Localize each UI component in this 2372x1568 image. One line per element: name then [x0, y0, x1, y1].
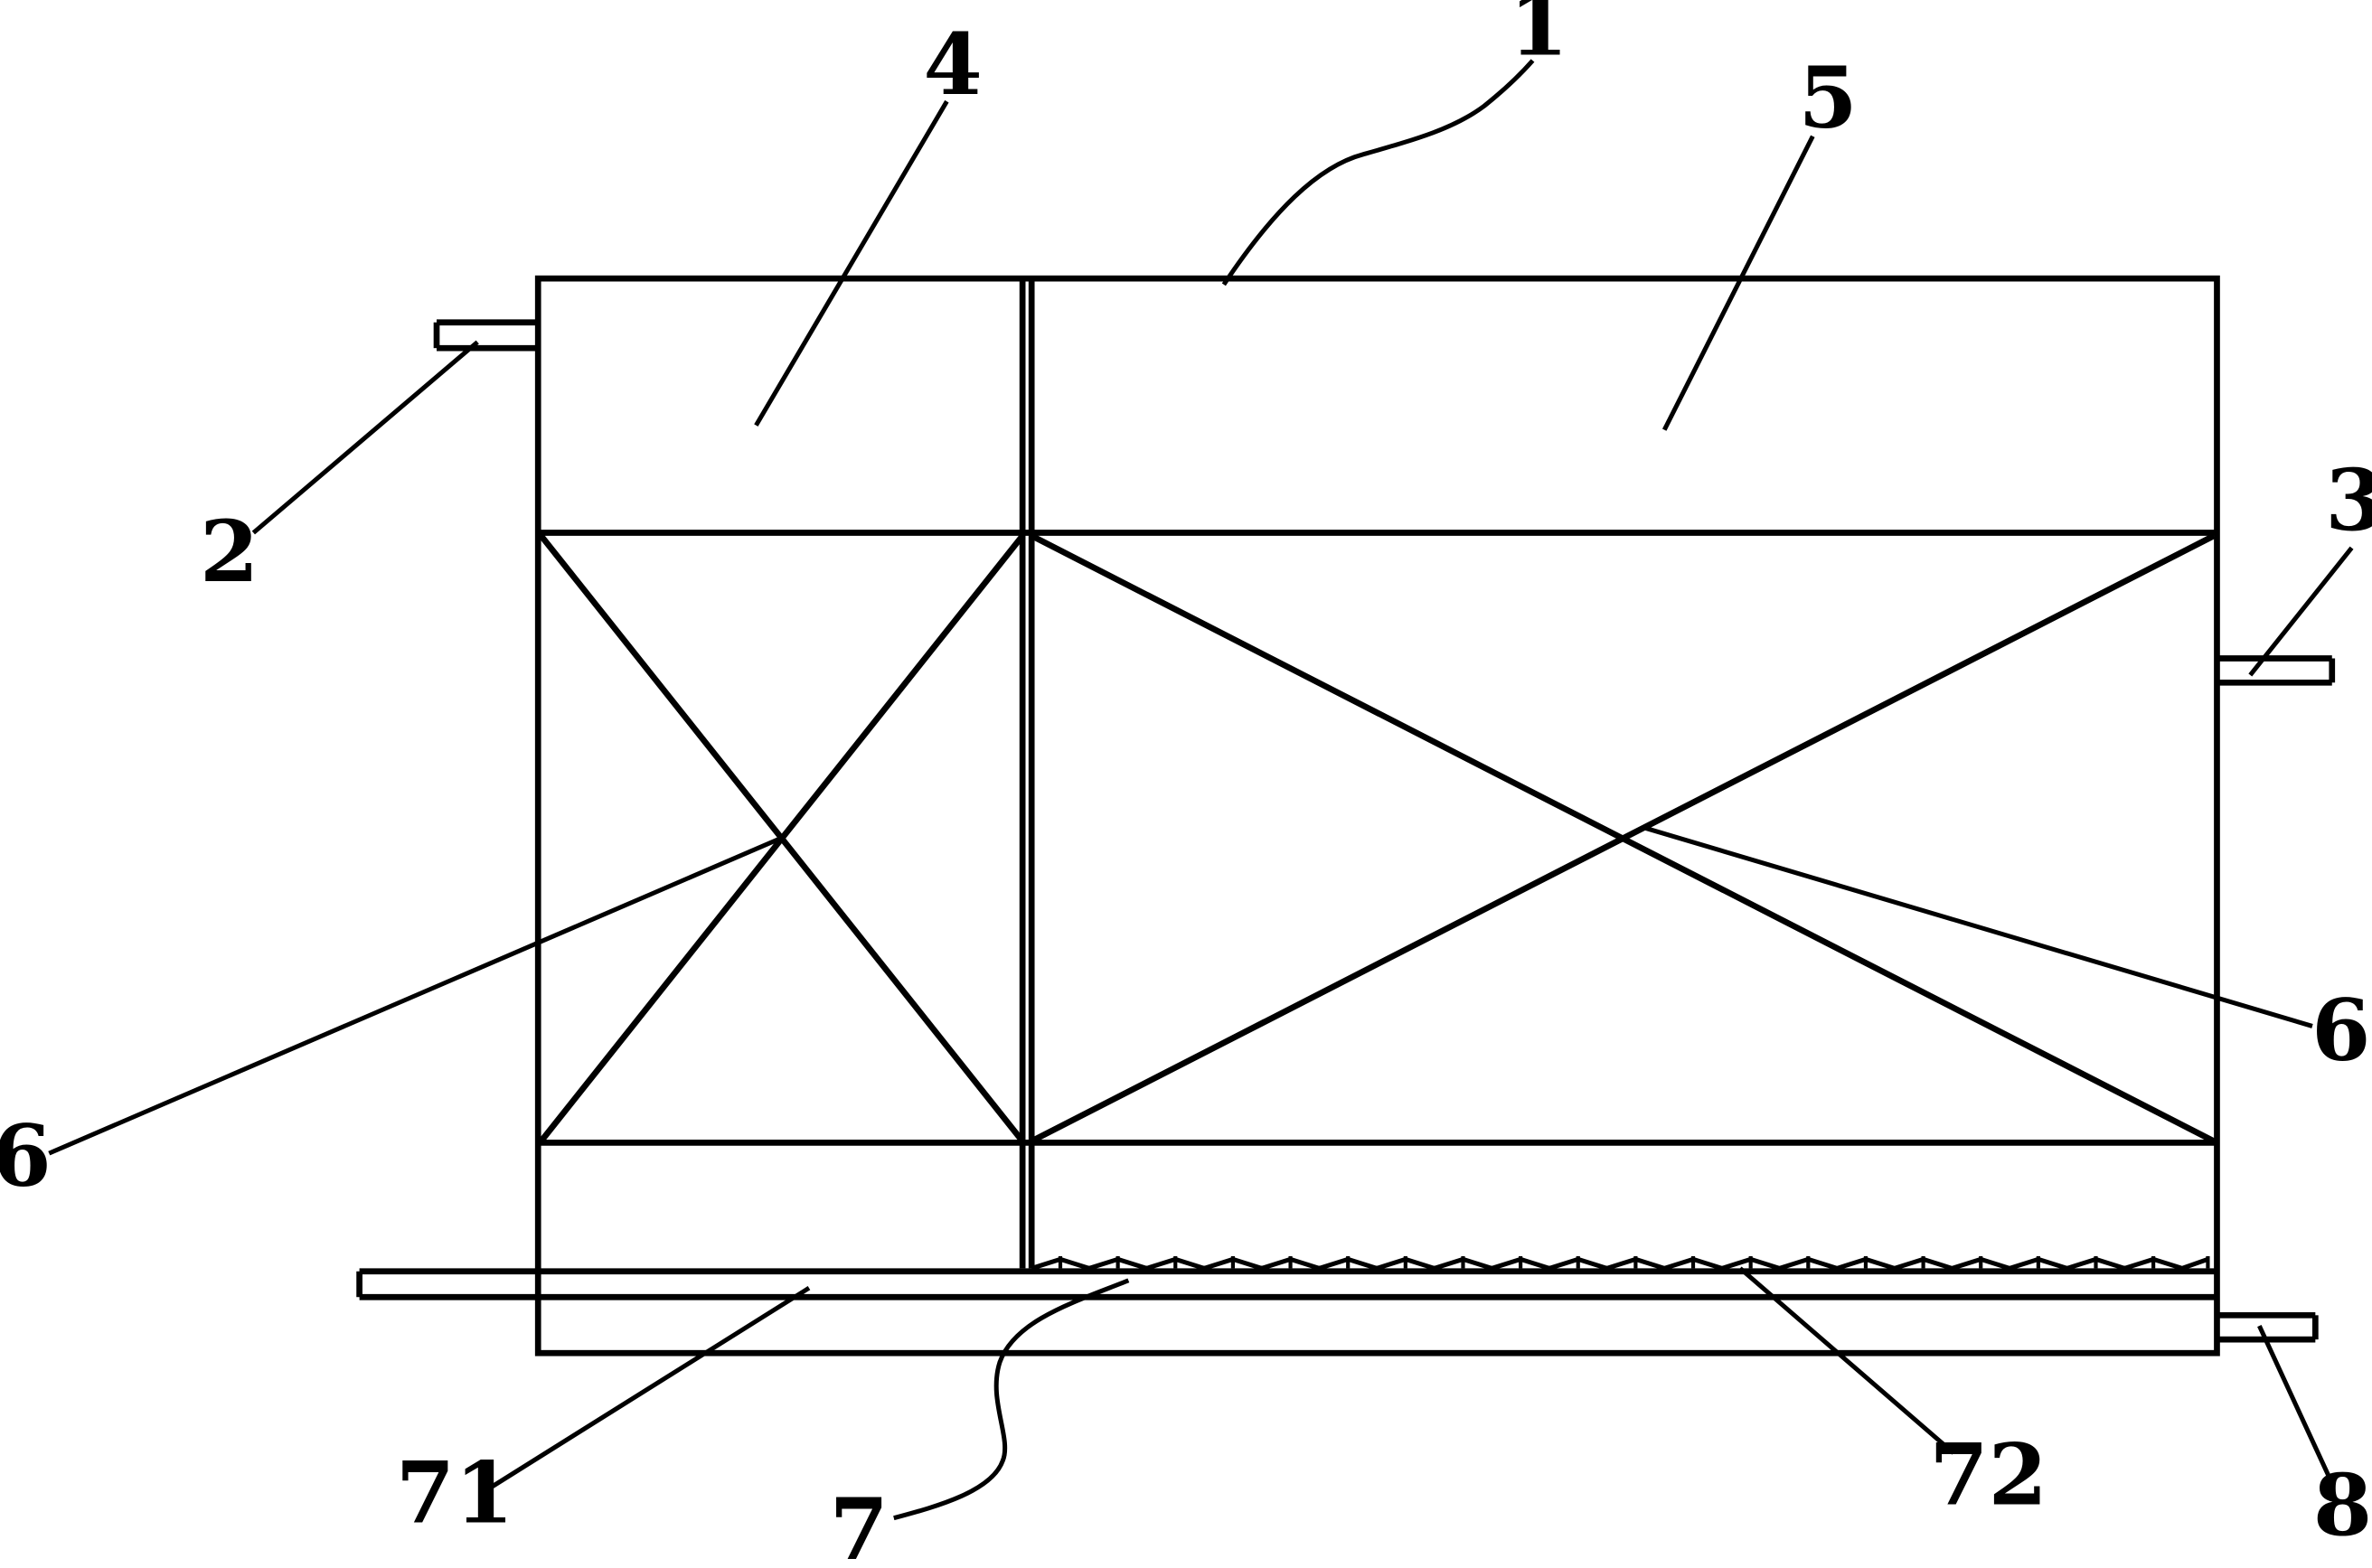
label-2: 2 [200, 502, 259, 602]
left-media-cross [538, 533, 1025, 1143]
leader-5 [1661, 135, 1815, 431]
leader-6-right [1643, 825, 2313, 1028]
leader-1 [1221, 59, 1535, 286]
aeration-pipe [356, 1268, 2217, 1300]
label-7: 7 [830, 1480, 889, 1568]
partition-wall [1019, 278, 1035, 1269]
label-6-left: 6 [0, 1106, 52, 1206]
leader-2 [251, 340, 479, 535]
label-3: 3 [2325, 451, 2372, 550]
leader-6-left [48, 836, 782, 1156]
label-1: 1 [1510, 0, 1568, 75]
tank-body [534, 275, 2220, 1357]
inlet-pipe [433, 319, 539, 352]
label-5: 5 [1798, 49, 1857, 148]
label-72: 72 [1929, 1426, 2047, 1526]
outlet-pipe [2217, 655, 2336, 686]
leader-4 [754, 99, 949, 427]
leader-lines [48, 59, 2354, 1521]
leader-8 [2257, 1324, 2335, 1485]
leader-7 [893, 1278, 1130, 1521]
label-6-right: 6 [2311, 981, 2370, 1080]
right-media-cross [1030, 532, 2216, 1144]
aerator-heads [1031, 1256, 2210, 1272]
leader-3 [2248, 546, 2354, 677]
label-8: 8 [2313, 1456, 2372, 1555]
label-4: 4 [923, 15, 982, 115]
leader-71 [491, 1286, 811, 1488]
leader-72 [1738, 1266, 1955, 1455]
label-71: 71 [396, 1444, 513, 1544]
